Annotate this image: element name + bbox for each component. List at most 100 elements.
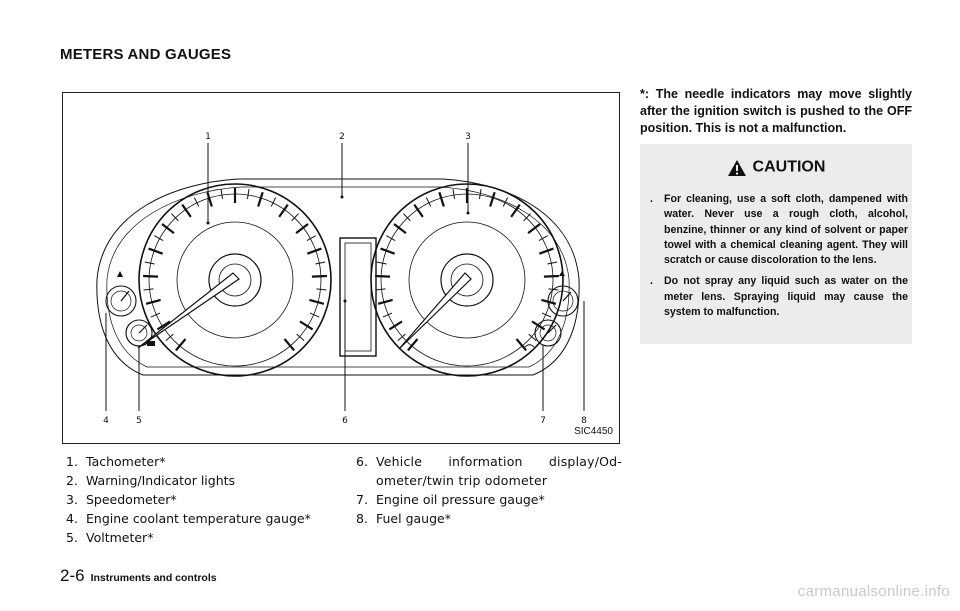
dial-tick: [257, 191, 264, 207]
dial-tick: [150, 312, 161, 318]
caution-item: .For cleaning, use a soft cloth, dampene…: [650, 193, 908, 267]
dial-tick: [278, 204, 289, 218]
dial-tick: [538, 235, 548, 241]
tachometer-ticks: [143, 188, 327, 352]
dial-tick: [413, 204, 424, 218]
dial-tick: [510, 204, 521, 218]
dial-tick: [438, 191, 445, 207]
dial-tick: [296, 333, 305, 342]
dial-tick: [316, 288, 327, 291]
dial-tick: [309, 312, 320, 318]
callout-4: 4: [103, 416, 109, 426]
dial-tick: [291, 213, 299, 222]
dial-tick: [543, 274, 559, 278]
dial-tick: [380, 247, 396, 255]
dial-tick: [315, 261, 326, 265]
dial-tick: [246, 188, 250, 200]
watermark: carmanualsonline.info: [797, 583, 950, 600]
dial-tick: [376, 261, 387, 265]
dial-tick: [311, 274, 327, 278]
callout-5: 5: [136, 416, 142, 426]
fuel-icon: [559, 271, 565, 276]
dial-tick: [175, 338, 187, 352]
dial-tick: [515, 338, 527, 352]
dial-tick: [161, 223, 175, 234]
list-item: 5.Voltmeter*: [66, 530, 154, 545]
instrument-cluster-figure: 1 2 3 4 5 6 7 8 SIC4450: [62, 92, 620, 444]
dial-tick: [154, 235, 164, 241]
dial-tick: [541, 298, 557, 305]
list-item: 3.Speedometer*: [66, 492, 177, 507]
dial-tick: [306, 247, 322, 255]
footer-title: Instruments and controls: [90, 572, 217, 584]
dial-tick: [270, 197, 277, 207]
needle-note: *: The needle indicators may move slight…: [640, 87, 912, 135]
dial-tick: [165, 333, 174, 342]
dial-tick: [538, 247, 554, 255]
caution-item: .Do not spray any liquid such as water o…: [650, 275, 908, 319]
dial-tick: [452, 188, 456, 200]
dial-tick: [541, 312, 552, 318]
list-item: 4.Engine coolant temperature gauge*: [66, 511, 311, 526]
dial-tick: [528, 333, 537, 342]
dial-tick: [548, 288, 559, 291]
page-footer: 2-6 Instruments and controls: [60, 566, 217, 586]
dial-tick: [382, 312, 393, 318]
dial-tick: [295, 223, 309, 234]
figure-code: SIC4450: [574, 426, 613, 437]
caution-list: .For cleaning, use a soft cloth, dampene…: [650, 192, 908, 326]
speedometer-ticks: [375, 188, 559, 352]
dial-tick: [523, 213, 531, 222]
dial-tick: [393, 223, 407, 234]
dial-tick: [283, 338, 295, 352]
dial-tick: [143, 274, 159, 278]
dial-tick: [547, 261, 558, 265]
callout-2: 2: [339, 132, 345, 142]
list-item: 1.Tachometer*: [66, 454, 166, 469]
dial-tick: [309, 298, 325, 305]
caution-header: CAUTION: [640, 157, 912, 177]
list-item: 8.Fuel gauge*: [356, 511, 451, 526]
warning-triangle-icon: [727, 159, 746, 176]
dial-tick: [299, 320, 314, 331]
list-item: 6.Vehicle information display/Od-ometer/…: [356, 454, 622, 488]
dial-tick: [531, 320, 546, 331]
battery-icon: [147, 341, 155, 346]
callout-6: 6: [342, 416, 348, 426]
dial-tick: [489, 191, 496, 207]
oil-pressure-icon: [524, 344, 535, 348]
dial-tick: [388, 320, 403, 331]
legend-list-left: 1.Tachometer* 2.Warning/Indicator lights…: [66, 452, 336, 547]
dial-tick: [193, 197, 200, 207]
legend-list-right: 6.Vehicle information display/Od-ometer/…: [356, 452, 622, 528]
dial-tick: [306, 235, 316, 241]
callout-8: 8: [581, 416, 587, 426]
instrument-cluster-drawing: 1 2 3 4 5 6 7 8: [96, 132, 587, 426]
callout-3: 3: [465, 132, 471, 142]
dial-tick: [143, 288, 154, 291]
dial-tick: [156, 320, 171, 331]
dial-tick: [425, 197, 432, 207]
coolant-temp-icon: [117, 271, 123, 277]
callout-1: 1: [205, 132, 211, 142]
caution-box: CAUTION .For cleaning, use a soft cloth,…: [640, 144, 912, 344]
dial-tick: [144, 261, 155, 265]
dial-tick: [386, 235, 396, 241]
dial-tick: [403, 213, 411, 222]
caution-title: CAUTION: [752, 158, 826, 176]
dial-tick: [527, 223, 541, 234]
dial-tick: [478, 188, 482, 200]
dial-tick: [397, 333, 406, 342]
dial-tick: [181, 204, 192, 218]
dial-tick: [148, 247, 164, 255]
dial-tick: [145, 298, 161, 305]
page-number: 2-6: [60, 566, 85, 585]
dial-tick: [171, 213, 179, 222]
dial-tick: [502, 197, 509, 207]
dial-tick: [375, 274, 391, 278]
list-item: 2.Warning/Indicator lights: [66, 473, 236, 488]
list-item: 7.Engine oil pressure gauge*: [356, 492, 545, 507]
callout-7: 7: [540, 416, 546, 426]
dial-tick: [220, 188, 224, 200]
section-title: METERS AND GAUGES: [60, 46, 232, 63]
